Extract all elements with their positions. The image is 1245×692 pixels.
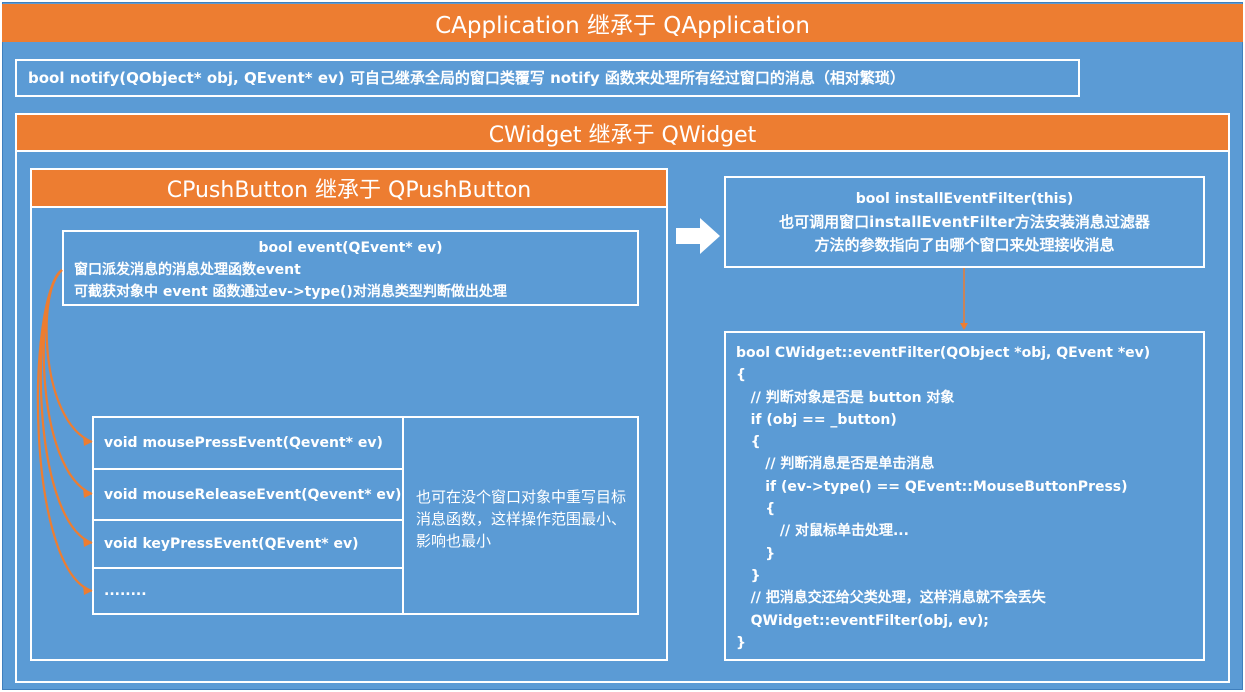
application-title: CApplication 继承于 QApplication	[435, 13, 810, 39]
install-filter-signature: bool installEventFilter(this)	[855, 191, 1074, 207]
code-line: QWidget::eventFilter(obj, ev);	[736, 612, 989, 629]
connector-arrow-release	[42, 269, 93, 496]
code-line: {	[736, 434, 761, 451]
event-description-2: 可截获对象中 event 函数通过ev->type()对消息类型判断做出处理	[74, 284, 507, 300]
connector-arrow-more	[36, 269, 93, 593]
code-line: }	[736, 545, 776, 562]
handlers-table: void mousePressEvent(Qevent* ev) void mo…	[92, 416, 639, 615]
handler-row: void mouseReleaseEvent(Qevent* ev)	[94, 470, 404, 521]
event-function-signature: bool event(QEvent* ev)	[258, 240, 443, 256]
handler-row: void mousePressEvent(Qevent* ev)	[94, 418, 404, 470]
widget-title: CWidget 继承于 QWidget	[488, 122, 757, 148]
right-arrow-icon	[676, 218, 720, 254]
widget-title-bar: CWidget 继承于 QWidget	[15, 113, 1230, 152]
install-filter-desc-1: 也可调用窗口installEventFilter方法安装消息过滤器	[779, 213, 1150, 231]
code-line: // 判断对象是否是 button 对象	[736, 389, 955, 406]
code-line: {	[736, 501, 776, 518]
handler-mouse-press: void mousePressEvent(Qevent* ev)	[104, 435, 383, 451]
event-description-1: 窗口派发消息的消息处理函数event	[74, 262, 301, 278]
connector-arrow-press	[45, 269, 93, 444]
code-line: bool CWidget::eventFilter(QObject *obj, …	[736, 345, 1151, 361]
code-line: // 判断消息是否是单击消息	[736, 456, 935, 473]
install-filter-box: bool installEventFilter(this) 也可调用窗口inst…	[724, 176, 1205, 268]
code-line: {	[736, 367, 746, 384]
code-line: // 对鼠标单击处理...	[736, 523, 909, 540]
install-filter-desc-2: 方法的参数指向了由哪个窗口来处理接收消息	[814, 236, 1115, 254]
pushbutton-title: CPushButton 继承于 QPushButton	[166, 178, 532, 203]
code-line: }	[736, 567, 761, 584]
notify-text: bool notify(QObject* obj, QEvent* ev) 可自…	[28, 69, 905, 87]
handler-key-press: void keyPressEvent(QEvent* ev)	[104, 536, 359, 552]
handler-row: ........	[94, 569, 404, 613]
handler-row: void keyPressEvent(QEvent* ev)	[94, 521, 404, 569]
down-arrow-icon	[960, 268, 968, 330]
handler-mouse-release: void mouseReleaseEvent(Qevent* ev)	[104, 486, 402, 503]
handlers-note: 也可在没个窗口对象中重写目标消息函数，这样操作范围最小、影响也最小	[416, 488, 627, 550]
code-line: if (ev->type() == QEvent::MouseButtonPre…	[736, 478, 1128, 495]
pushbutton-title-bar: CPushButton 继承于 QPushButton	[30, 168, 668, 208]
event-filter-code-box: bool CWidget::eventFilter(QObject *obj, …	[724, 331, 1205, 661]
code-line: // 把消息交还给父类处理，这样消息就不会丢失	[736, 590, 1046, 607]
handler-ellipsis: ........	[104, 583, 147, 599]
application-title-bar: CApplication 继承于 QApplication	[2, 4, 1243, 42]
handlers-divider	[402, 418, 404, 613]
event-function-box: bool event(QEvent* ev) 窗口派发消息的消息处理函数even…	[62, 230, 639, 306]
notify-box: bool notify(QObject* obj, QEvent* ev) 可自…	[15, 59, 1080, 97]
code-line: }	[736, 634, 746, 651]
code-line: if (obj == _button)	[736, 411, 897, 428]
